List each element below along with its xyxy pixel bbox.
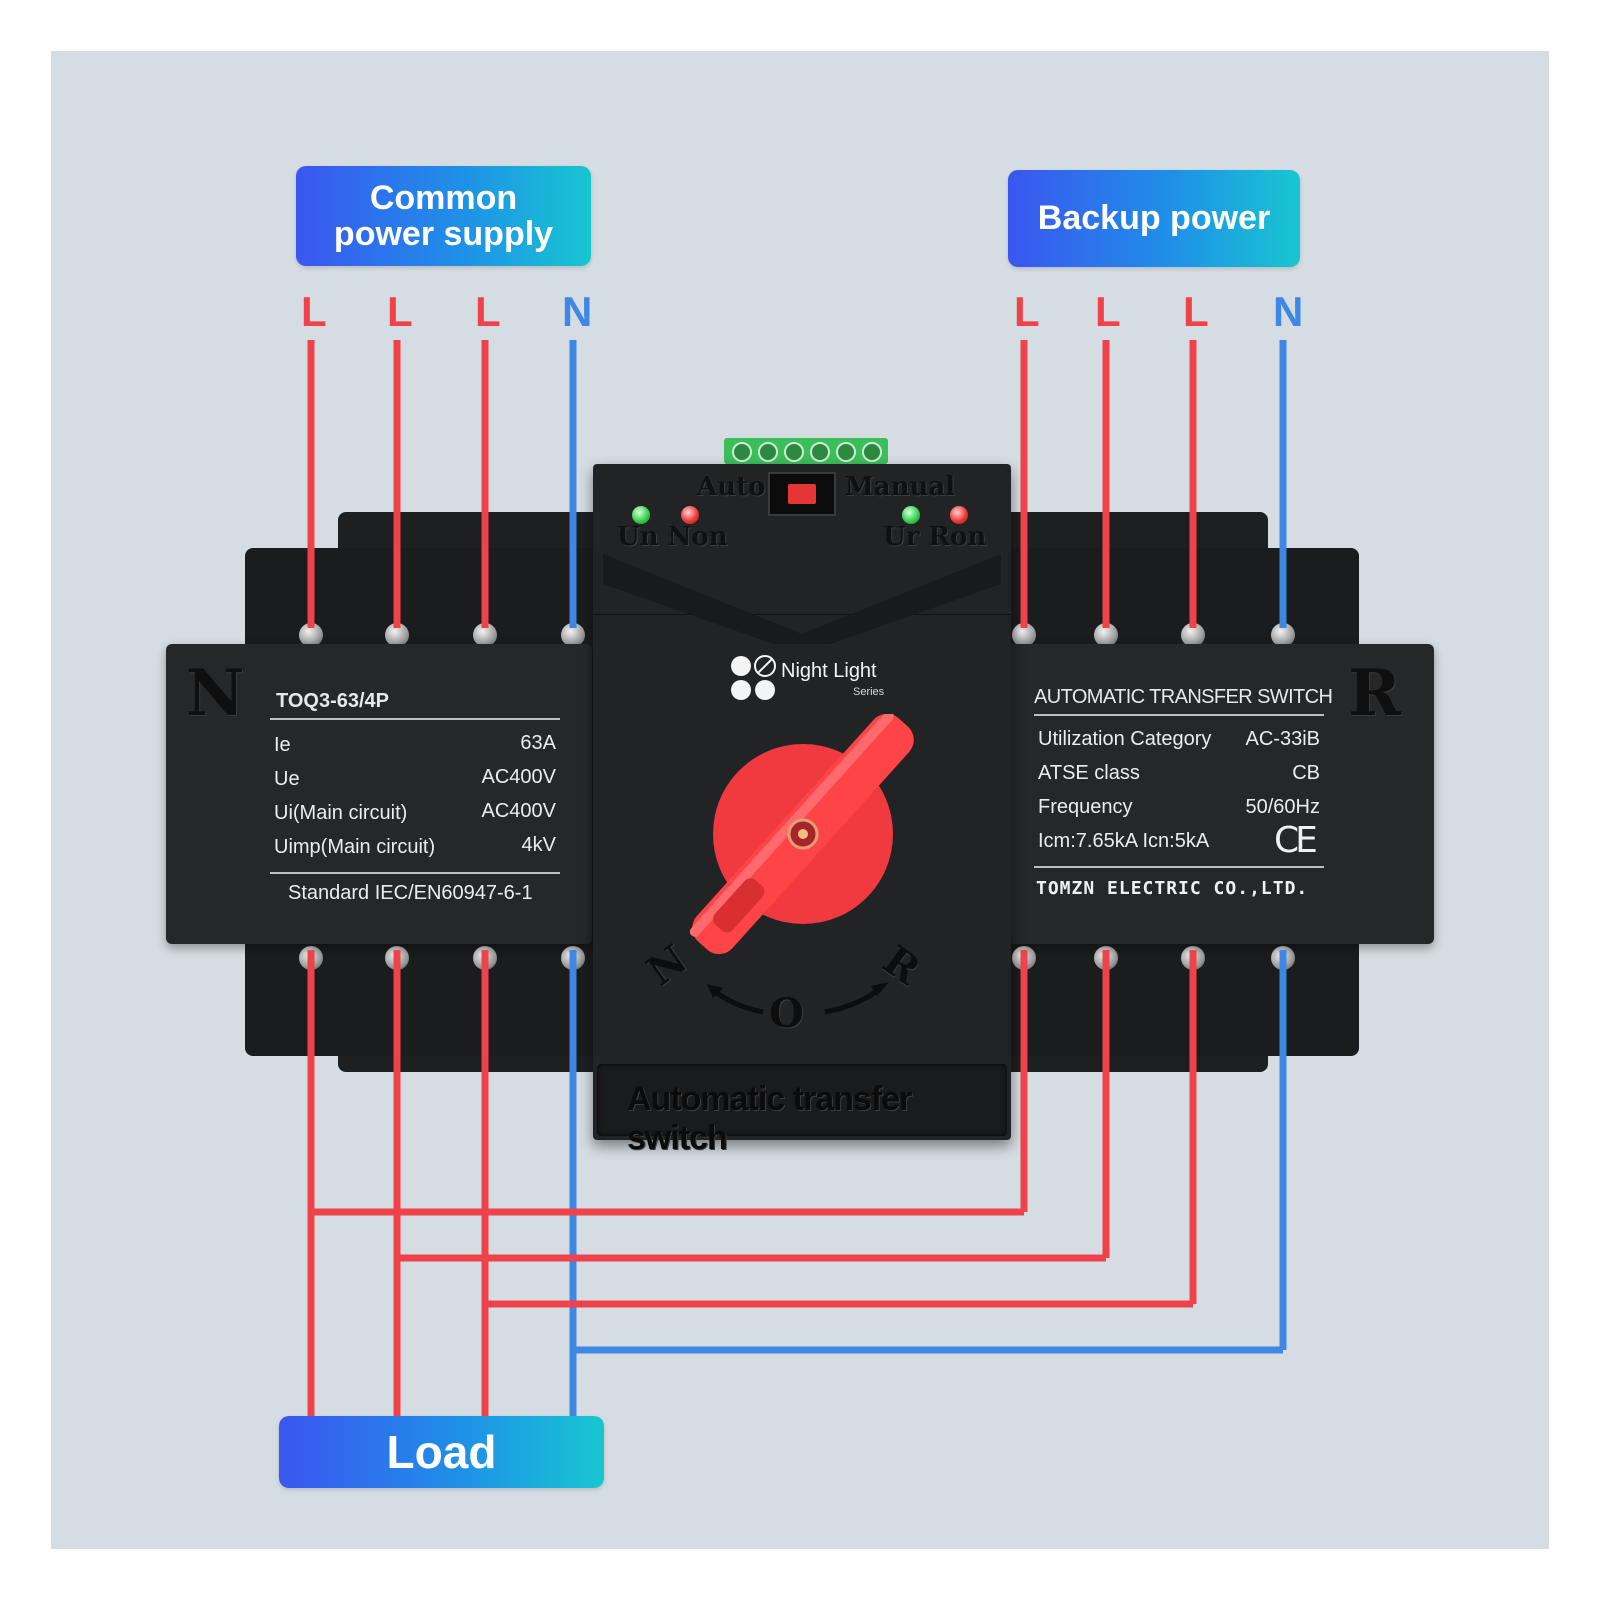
backup-power-label: Backup power [1008, 170, 1300, 267]
common-power-supply-text: Common power supply [333, 179, 554, 253]
load-label: Load [279, 1416, 604, 1488]
load-text: Load [386, 1426, 497, 1478]
ce-mark: CE [1274, 820, 1318, 861]
dial-position-o: O [769, 990, 804, 1037]
spec-key-ie: Ie [274, 734, 291, 756]
common-wire-letter-2: L [387, 288, 413, 335]
left-side-letter: N [186, 656, 245, 731]
bottom-label-plate: Automatic transfer switch [597, 1064, 1007, 1157]
ur-indicator-led [902, 506, 920, 524]
control-terminal-screw [862, 442, 882, 462]
common-bottom-screw-1 [299, 946, 323, 970]
auto-manual-switch[interactable] [768, 472, 836, 516]
control-terminal-block [724, 438, 888, 464]
left-spec-panel: N TOQ3-63/4P Ie 63A Ue AC400V Ui(Main ci… [166, 644, 592, 944]
common-wire-letter-1: L [301, 288, 327, 335]
indicator-left-label: Un Non [617, 522, 728, 552]
common-wire-letter-4: N [562, 288, 593, 335]
spec-key-atse: ATSE class [1038, 762, 1140, 784]
switch-knob[interactable] [788, 484, 816, 504]
non-indicator-led [681, 506, 699, 524]
common-wire-letter-3: L [475, 288, 501, 335]
common-bottom-screw-3 [473, 946, 497, 970]
ron-indicator-led [950, 506, 968, 524]
control-terminal-screw [810, 442, 830, 462]
right-spec-panel: R AUTOMATIC TRANSFER SWITCH Utilization … [1008, 644, 1434, 944]
right-divider-top [1034, 714, 1324, 716]
spec-value-uimp: 4kV [521, 834, 556, 856]
backup-power-text: Backup power [1037, 199, 1271, 237]
rotary-handle[interactable] [663, 714, 963, 974]
center-control-unit: Auto Manual Un Non Ur Ron Night Light Se… [593, 464, 1011, 1157]
spec-divider-top [270, 718, 560, 720]
spec-key-icm: Icm:7.65kA Icn:5kA [1038, 830, 1210, 852]
brand-series: Series [853, 686, 885, 698]
spec-value-ie: 63A [520, 732, 556, 754]
right-divider-bottom [1034, 866, 1324, 868]
mode-auto-label: Auto [697, 472, 766, 502]
backup-bottom-screw-3 [1181, 946, 1205, 970]
right-side-letter: R [1348, 656, 1402, 731]
spec-key-frequency: Frequency [1038, 796, 1133, 818]
spec-value-atse: CB [1292, 762, 1320, 784]
spec-value-frequency: 50/60Hz [1245, 796, 1321, 818]
spec-key-ue: Ue [274, 768, 300, 790]
backup-wire-letter-1: L [1014, 288, 1040, 335]
indicator-right-label: Ur Ron [883, 522, 987, 552]
backup-bottom-screw-2 [1094, 946, 1118, 970]
spec-value-ui: AC400V [481, 800, 557, 822]
spec-value-ue: AC400V [481, 766, 557, 788]
bottom-label-text: Automatic transfer switch [627, 1080, 912, 1157]
dial-arrows [707, 982, 889, 1015]
center-divider [593, 614, 1011, 615]
model-label: TOQ3-63/4P [276, 690, 390, 712]
backup-wire-letter-2: L [1095, 288, 1121, 335]
company-name: TOMZN ELECTRIC CO.,LTD. [1036, 878, 1309, 899]
mode-manual-label: Manual [845, 472, 956, 502]
spec-key-utilization: Utilization Category [1038, 728, 1212, 750]
center-chevron-shape [603, 554, 1001, 644]
backup-wire-letter-4: N [1273, 288, 1304, 335]
spec-divider-bottom [270, 872, 560, 874]
brand-logo-icon [731, 655, 776, 700]
control-terminal-screw [758, 442, 778, 462]
control-terminal-screw [836, 442, 856, 462]
standard-label: Standard IEC/EN60947-6-1 [288, 882, 533, 904]
common-bottom-screw-2 [385, 946, 409, 970]
spec-value-utilization: AC-33iB [1245, 728, 1320, 750]
un-indicator-led [632, 506, 650, 524]
common-bottom-screw-4 [561, 946, 585, 970]
spec-key-uimp: Uimp(Main circuit) [274, 836, 436, 858]
common-power-supply-label: Common power supply [296, 166, 591, 266]
spec-key-ui: Ui(Main circuit) [274, 802, 408, 824]
right-panel-title: AUTOMATIC TRANSFER SWITCH [1034, 686, 1333, 708]
backup-bottom-screw-1 [1012, 946, 1036, 970]
brand-name: Night Light [781, 660, 877, 682]
control-terminal-screw [732, 442, 752, 462]
backup-wire-letter-3: L [1183, 288, 1209, 335]
control-terminal-screw [784, 442, 804, 462]
backup-bottom-screw-4 [1271, 946, 1295, 970]
